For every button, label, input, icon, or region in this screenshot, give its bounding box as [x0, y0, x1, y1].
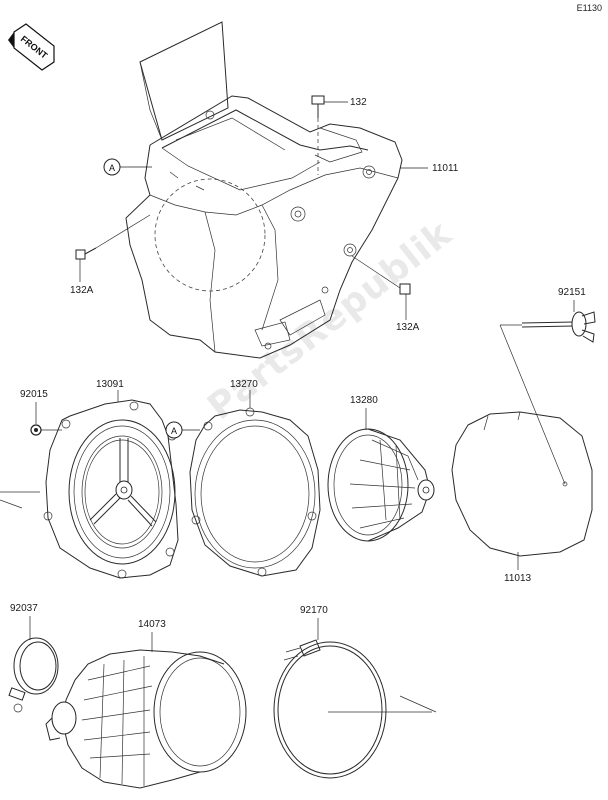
ref-a-text-mid: A: [171, 426, 177, 436]
ref-a-text-top: A: [109, 163, 115, 173]
gasket-13270: [189, 390, 321, 577]
part-label-11011: 11011: [432, 163, 459, 174]
diagram-code: E1130: [576, 3, 602, 13]
part-label-14073: 14073: [138, 619, 166, 630]
part-label-92170: 92170: [300, 605, 328, 616]
part-label-13270: 13270: [230, 379, 258, 390]
nut-92015: [30, 402, 62, 436]
ref-marker-a-top: A: [103, 158, 152, 176]
air-box-11011: [125, 21, 403, 359]
part-label-92015: 92015: [20, 389, 48, 400]
ref-marker-a-mid: A: [165, 421, 200, 439]
intake-duct-14073: [45, 632, 247, 789]
bolt-132a-right: [351, 255, 411, 320]
bolt-132: [311, 95, 348, 175]
part-label-13091: 13091: [96, 379, 124, 390]
clamp-92037: [8, 616, 59, 713]
part-label-11013: 11013: [504, 573, 532, 584]
part-label-132a-right: 132A: [396, 322, 420, 333]
bolt-132a-left: [75, 214, 151, 282]
front-arrow-icon: FRONT: [8, 23, 55, 71]
part-label-132: 132: [350, 97, 367, 108]
part-label-92037: 92037: [10, 603, 38, 614]
part-label-132a-left: 132A: [70, 285, 94, 296]
bolt-92151: [499, 300, 596, 485]
part-label-92151: 92151: [558, 287, 586, 298]
part-label-13280: 13280: [350, 395, 378, 406]
band-clamp-92170: [273, 618, 437, 779]
filter-holder-13091: [0, 390, 179, 579]
foam-filter-11013: [451, 411, 593, 570]
filter-cage-13280: [327, 408, 435, 542]
